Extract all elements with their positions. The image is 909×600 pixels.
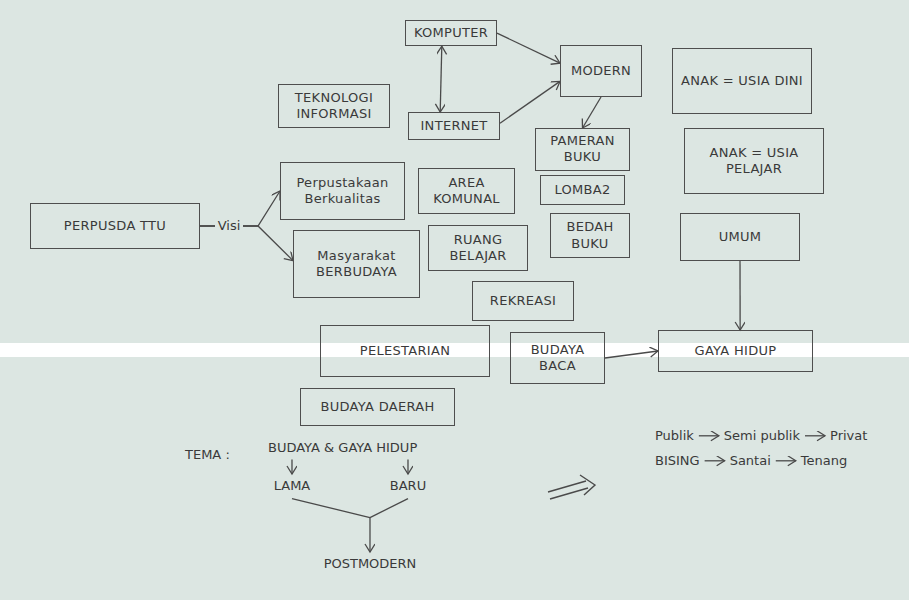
connector-arrow — [583, 97, 602, 128]
concept-box: REKREASI — [472, 281, 574, 321]
zone-label: Semi publik — [724, 428, 800, 444]
box-text: AREA KOMUNAL — [425, 175, 508, 208]
zone-label: Privat — [830, 428, 867, 444]
box-text: ANAK = USIA PELAJAR — [691, 145, 817, 178]
sketch-arrow — [699, 435, 719, 436]
concept-box: BEDAH BUKU — [550, 213, 630, 258]
concept-box: PELESTARIAN — [320, 325, 490, 377]
theme-text: BUDAYA & GAYA HIDUP — [268, 440, 417, 456]
theme-label: TEMA : — [185, 447, 230, 463]
result-label: POSTMODERN — [324, 556, 417, 572]
box-text: PELESTARIAN — [360, 343, 450, 359]
box-text: Perpustakaan Berkualitas — [287, 175, 398, 208]
concept-box: UMUM — [680, 213, 800, 261]
box-text: GAYA HIDUP — [695, 343, 777, 359]
era-label: BARU — [390, 478, 426, 494]
concept-box: Perpustakaan Berkualitas — [280, 162, 405, 220]
concept-box: BUDAYA BACA — [510, 332, 605, 384]
sketch-arrow — [369, 518, 370, 552]
concept-box: Masyarakat BERBUDAYA — [293, 230, 420, 298]
concept-box: ANAK = USIA PELAJAR — [684, 128, 824, 194]
box-text: RUANG BELAJAR — [435, 232, 521, 265]
double-arrow — [548, 475, 595, 499]
connector-arrow — [497, 33, 560, 63]
visi-label: Visi — [215, 218, 244, 234]
sketch-arrow — [292, 499, 370, 518]
concept-box: GAYA HIDUP — [658, 330, 813, 372]
connector-arrow — [739, 261, 740, 330]
sketch-arrow — [291, 460, 292, 474]
concept-box: PERPUSDA TTU — [30, 203, 200, 249]
sketch-arrow — [407, 460, 408, 474]
box-text: BUDAYA BACA — [517, 342, 598, 375]
mood-label: BISING — [655, 453, 700, 469]
sketch-arrow — [705, 460, 725, 461]
concept-box: RUANG BELAJAR — [428, 225, 528, 271]
box-text: PERPUSDA TTU — [64, 218, 166, 234]
sketch-arrow — [370, 499, 408, 518]
box-text: LOMBA2 — [554, 182, 610, 198]
box-text: MODERN — [571, 63, 631, 79]
concept-box: KOMPUTER — [405, 20, 497, 46]
era-label: LAMA — [274, 478, 311, 494]
box-text: Masyarakat BERBUDAYA — [300, 248, 413, 281]
box-text: TEKNOLOGI INFORMASI — [285, 90, 383, 123]
concept-box: TEKNOLOGI INFORMASI — [278, 84, 390, 128]
zone-label: Publik — [655, 428, 694, 444]
box-text: INTERNET — [420, 118, 487, 134]
mood-label: Tenang — [801, 453, 847, 469]
connector-arrow — [500, 81, 560, 123]
concept-box: MODERN — [560, 45, 642, 97]
box-text: KOMPUTER — [414, 25, 488, 41]
sketch-arrow — [776, 460, 796, 461]
box-text: PAMERAN BUKU — [542, 133, 623, 166]
box-text: BEDAH BUKU — [557, 219, 623, 252]
sketch-arrow — [805, 435, 825, 436]
box-text: ANAK = USIA DINI — [681, 73, 803, 89]
concept-box: BUDAYA DAERAH — [300, 388, 455, 426]
concept-box: AREA KOMUNAL — [418, 168, 515, 214]
connector-arrow — [605, 351, 658, 358]
box-text: BUDAYA DAERAH — [320, 399, 434, 415]
box-text: UMUM — [719, 229, 762, 245]
concept-box: LOMBA2 — [540, 175, 625, 205]
connector-arrow — [440, 46, 442, 112]
concept-box: INTERNET — [408, 112, 500, 140]
mood-label: Santai — [730, 453, 771, 469]
box-text: REKREASI — [490, 293, 556, 309]
concept-box: ANAK = USIA DINI — [672, 48, 812, 114]
concept-box: PAMERAN BUKU — [535, 128, 630, 171]
